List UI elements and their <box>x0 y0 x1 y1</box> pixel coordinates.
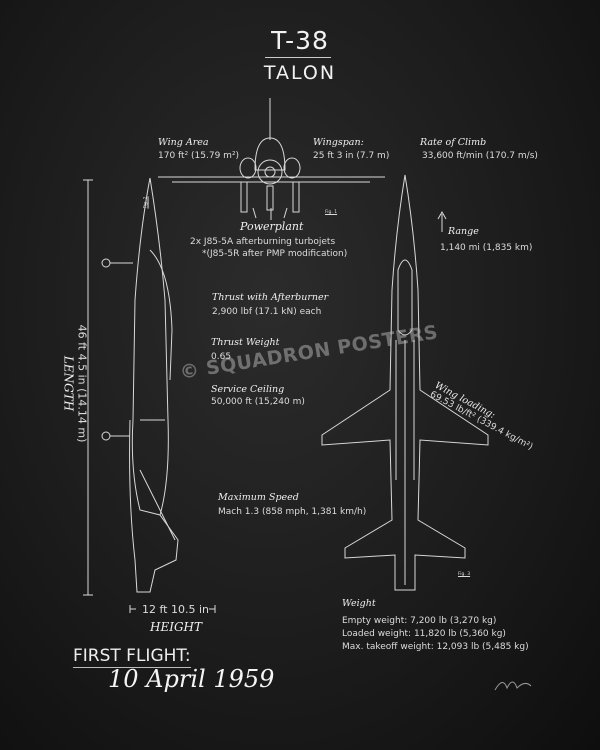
wingspan-label: Wingspan: <box>313 137 364 148</box>
poster-title: T-38 <box>271 26 329 55</box>
first-flight-date: 10 April 1959 <box>108 665 275 693</box>
loaded-weight: Loaded weight: 11,820 lb (5,360 kg) <box>342 629 506 639</box>
signature-mark <box>494 681 532 691</box>
top-view-drawing <box>321 174 489 591</box>
powerplant-note: *(J85-5R after PMP modification) <box>202 249 348 259</box>
range-arrow-icon <box>437 210 447 232</box>
range-value: 1,140 mi (1,835 km) <box>440 243 533 253</box>
powerplant-value: 2x J85-5A afterburning turbojets <box>190 237 336 247</box>
weight-label: Weight <box>342 598 376 609</box>
thrust-weight-label: Thrust Weight <box>211 337 280 348</box>
length-value: 46 ft 4.5 in (14.14 m) <box>75 324 89 443</box>
figure-label: Fig. 2 <box>143 196 149 209</box>
service-ceiling-label: Service Ceiling <box>211 384 285 395</box>
height-label: HEIGHT <box>150 620 203 634</box>
service-ceiling-value: 50,000 ft (15,240 m) <box>211 397 305 407</box>
wing-area-value: 170 ft² (15.79 m²) <box>158 151 240 161</box>
max-takeoff-weight: Max. takeoff weight: 12,093 lb (5,485 kg… <box>342 642 529 652</box>
wing-area-label: Wing Area <box>158 137 209 148</box>
height-value: 12 ft 10.5 in <box>142 603 209 616</box>
thrust-value: 2,900 lbf (17.1 kN) each <box>212 307 322 317</box>
poster-subtitle: TALON <box>263 62 337 84</box>
thrust-label: Thrust with Afterburner <box>212 292 329 303</box>
thrust-weight-value: 0.65 <box>211 352 232 362</box>
first-flight-label: FIRST FLIGHT: <box>73 646 191 668</box>
front-view-drawing <box>158 98 385 220</box>
figure-label: Fig. 3 <box>458 572 471 577</box>
length-label: LENGTH <box>61 355 76 412</box>
figure-label: Fig. 1 <box>325 210 338 215</box>
max-speed-value: Mach 1.3 (858 mph, 1,381 km/h) <box>218 507 367 517</box>
range-label: Range <box>448 226 479 237</box>
powerplant-label: Powerplant <box>240 220 304 233</box>
max-speed-label: Maximum Speed <box>218 492 299 503</box>
length-dimension-line <box>83 179 93 596</box>
height-dimension-line <box>129 605 216 613</box>
empty-weight: Empty weight: 7,200 lb (3,270 kg) <box>342 616 497 626</box>
wingspan-value: 25 ft 3 in (7.7 m) <box>313 151 390 161</box>
rate-of-climb-label: Rate of Climb <box>420 137 487 148</box>
side-view-drawing <box>101 177 179 593</box>
length-dimension: 46 ft 4.5 in (14.14 m) LENGTH <box>62 294 89 474</box>
title-underline <box>265 57 331 58</box>
rate-of-climb-value: 33,600 ft/min (170.7 m/s) <box>422 151 538 161</box>
